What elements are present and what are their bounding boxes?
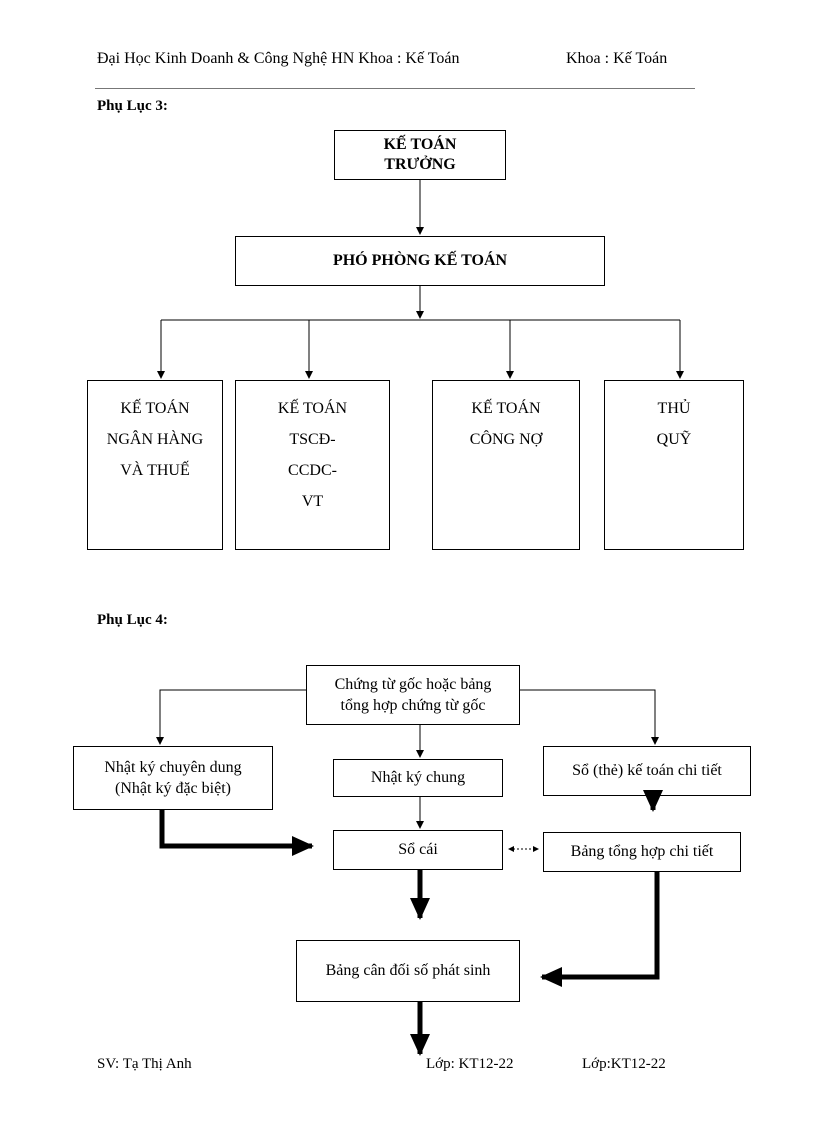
dept-cashier-line-2: QUỸ — [656, 431, 692, 448]
footer-student: SV: Tạ Thị Anh — [97, 1056, 192, 1072]
trial-balance-label: Bảng cân đối số phát sinh — [325, 962, 491, 979]
dept-bank-line-2: NGÂN HÀNG — [106, 431, 204, 448]
footer-class-1: Lớp: KT12-22 — [426, 1056, 514, 1072]
appendix-3-title: Phụ Lục 3: — [97, 98, 168, 114]
dept-assets-line-2: TSCĐ- — [289, 431, 336, 448]
detail-summary-label: Bảng tổng hợp chi tiết — [570, 843, 714, 860]
thick-arrow-summary-to-trial-balance — [540, 872, 660, 987]
special-journal-line-1: Nhật ký chuyên dung — [104, 759, 242, 776]
arrow-source-to-detail-ledger — [520, 689, 659, 745]
appendix-4-title: Phụ Lục 4: — [97, 612, 168, 628]
general-ledger-label: Sổ cái — [398, 841, 438, 858]
detail-ledger-box: Sổ (thẻ) kế toán chi tiết — [543, 746, 751, 796]
special-journal-box: Nhật ký chuyên dung (Nhật ký đặc biệt) — [73, 746, 273, 810]
thick-arrow-special-journal-to-ledger — [159, 810, 314, 856]
general-journal-label: Nhật ký chung — [370, 769, 466, 786]
chief-line-1: KẾ TOÁN — [383, 136, 457, 153]
deputy-label: PHÓ PHÒNG KẾ TOÁN — [332, 252, 508, 269]
special-journal-line-2: (Nhật ký đặc biệt) — [115, 780, 231, 797]
dept-debt-box: KẾ TOÁN CÔNG NỢ — [432, 380, 580, 550]
dept-cashier-line-1: THỦ — [657, 400, 691, 417]
dept-assets-line-4: VT — [301, 493, 324, 510]
dept-cashier-box: THỦ QUỸ — [604, 380, 744, 550]
dept-assets-box: KẾ TOÁN TSCĐ- CCDC- VT — [235, 380, 390, 550]
header-right: Khoa : Kế Toán — [566, 50, 668, 67]
trial-balance-box: Bảng cân đối số phát sinh — [296, 940, 520, 1002]
header-left: Đại Học Kinh Doanh & Công Nghệ HN Khoa :… — [97, 50, 460, 67]
header-divider — [95, 88, 695, 89]
source-docs-box: Chứng từ gốc hoặc bảng tổng hợp chứng từ… — [306, 665, 520, 725]
dept-assets-line-1: KẾ TOÁN — [277, 400, 348, 417]
source-docs-line-2: tổng hợp chứng từ gốc — [340, 697, 486, 714]
dept-debt-line-2: CÔNG NỢ — [469, 431, 543, 448]
general-journal-box: Nhật ký chung — [333, 759, 503, 797]
general-ledger-box: Sổ cái — [333, 830, 503, 870]
source-docs-line-1: Chứng từ gốc hoặc bảng — [334, 676, 492, 693]
footer-class-2: Lớp:KT12-22 — [582, 1056, 666, 1072]
detail-summary-box: Bảng tổng hợp chi tiết — [543, 832, 741, 872]
dept-assets-line-3: CCDC- — [288, 462, 337, 479]
dept-debt-line-1: KẾ TOÁN — [471, 400, 541, 417]
dept-bank-line-1: KẾ TOÁN — [120, 400, 190, 417]
arrow-source-to-special-journal — [156, 689, 306, 745]
detail-ledger-label: Sổ (thẻ) kế toán chi tiết — [572, 762, 722, 779]
chief-line-2: TRƯỞNG — [384, 156, 456, 173]
dept-bank-line-3: VÀ THUẾ — [120, 462, 190, 479]
chief-accountant-box: KẾ TOÁN TRƯỞNG — [334, 130, 506, 180]
dept-bank-tax-box: KẾ TOÁN NGÂN HÀNG VÀ THUẾ — [87, 380, 223, 550]
deputy-head-box: PHÓ PHÒNG KẾ TOÁN — [235, 236, 605, 286]
